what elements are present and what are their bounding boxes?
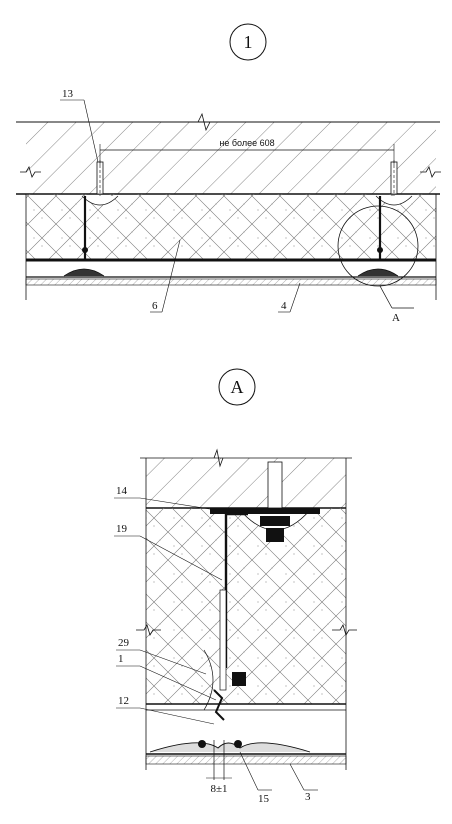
dimension-label: не более 608 (219, 138, 274, 148)
section-marker-1-label: 1 (244, 32, 253, 52)
profile-slider (219, 589, 227, 691)
label-12: 12 (118, 695, 129, 707)
section-marker-a (218, 368, 256, 406)
break-mark-right (420, 166, 441, 178)
section-1: 1 (16, 23, 441, 324)
insulation-layer (26, 194, 436, 260)
finish-panel (25, 278, 437, 286)
section-detail-a: A 8± (114, 368, 357, 805)
bolt-head (232, 672, 246, 686)
section-marker-a-label: A (231, 377, 244, 397)
concrete-slab (26, 122, 436, 194)
label-1: 1 (118, 653, 124, 665)
label-19: 19 (116, 523, 128, 535)
clamp-plates (149, 742, 311, 753)
label-13: 13 (62, 88, 74, 100)
anchor-dowel (267, 461, 283, 509)
bracket-plate (210, 508, 320, 514)
label-3: 3 (305, 791, 311, 803)
gap-dimension: 8±1 (210, 783, 227, 795)
detail-callout-label: A (392, 312, 400, 324)
detail-callout-circle (337, 205, 419, 287)
label-14: 14 (116, 485, 128, 497)
clip-fastener (213, 689, 225, 721)
anchor-left (63, 160, 119, 277)
break-mark-top (197, 112, 211, 132)
label-29: 29 (118, 637, 130, 649)
section-marker-1 (229, 23, 267, 61)
nut (260, 516, 290, 526)
label-6: 6 (152, 300, 158, 312)
nut-lower (266, 528, 284, 542)
anchor-right (357, 160, 413, 277)
break-mark-left (20, 166, 41, 178)
detail-finish-panel (145, 755, 347, 765)
detail-insulation (146, 508, 346, 704)
label-4: 4 (281, 300, 287, 312)
label-15: 15 (258, 793, 270, 805)
detail-concrete (146, 458, 346, 508)
